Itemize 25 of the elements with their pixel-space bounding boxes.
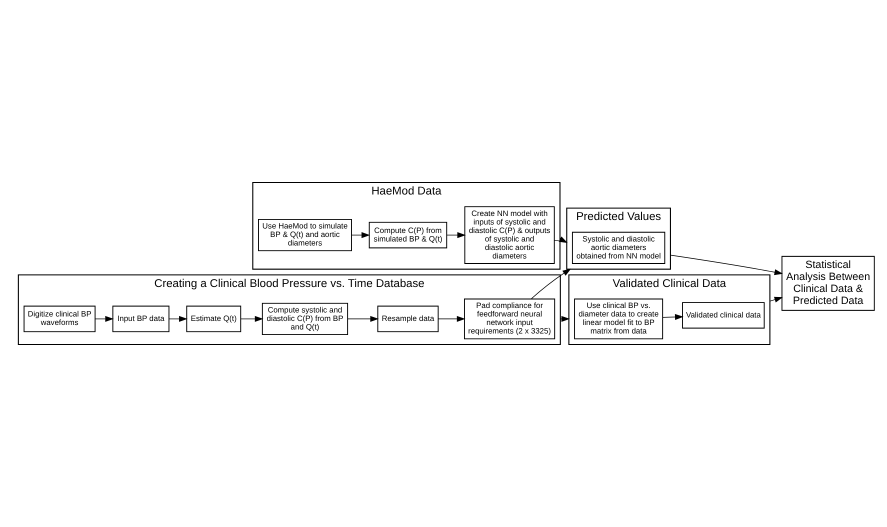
node-box: Statistical Analysis Between Clinical Data & Predicted Data xyxy=(782,256,875,311)
arrow xyxy=(446,232,466,238)
node-box: Compute C(P) from simulated BP & Q(t) xyxy=(368,222,448,248)
node-box: Use clinical BP vs. diameter data to create linear model fit to BP matrix from data xyxy=(574,298,664,340)
arrow xyxy=(670,254,783,276)
arrow xyxy=(348,316,379,322)
arrow xyxy=(94,316,114,322)
node-box: Create NN model with inputs of systolic and diastolic C(P) & outputs of systolic and diastolic aortic diameters xyxy=(464,206,555,264)
node-box: Validated clinical data xyxy=(682,302,765,329)
arrow xyxy=(770,296,783,302)
arrow xyxy=(351,232,370,238)
node-box: Estimate Q(t) xyxy=(186,306,242,332)
node-box: Digitize clinical BP waveforms xyxy=(24,306,96,332)
arrow xyxy=(168,316,188,322)
arrow xyxy=(530,268,572,300)
node-box: Input BP data xyxy=(112,306,170,332)
node-box: Compute systolic and diastolic C(P) from BP and Q(t) xyxy=(262,302,348,335)
arrow xyxy=(662,314,684,320)
node-box: Resample data xyxy=(377,306,439,332)
arrow xyxy=(554,236,568,243)
node-box: Pad compliance for feedforward neural network input requirements (2 x 3325) xyxy=(464,298,556,340)
node-box: Use HaeMod to simulate BP & Q(t) and aortic diameters xyxy=(258,219,352,252)
arrow xyxy=(240,316,264,322)
arrow xyxy=(438,316,466,322)
node-box: Systolic and diastolic aortic diameters obtained from NN model xyxy=(572,232,666,264)
